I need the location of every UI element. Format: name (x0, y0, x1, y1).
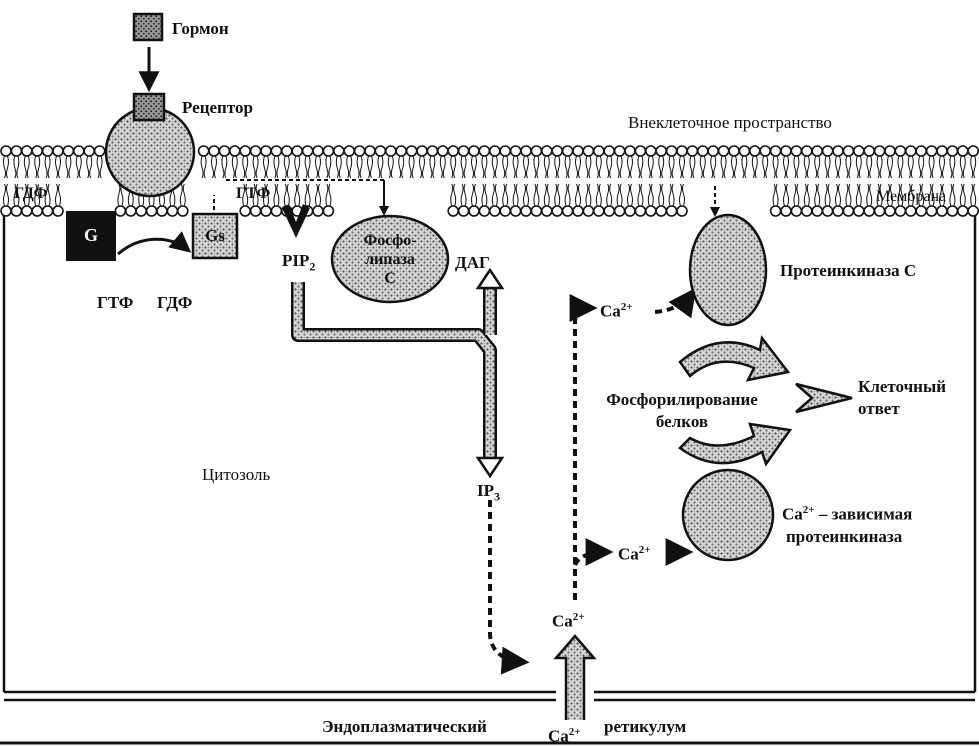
phosphorylation-curved-arrows (678, 334, 793, 467)
membrane-label: Мембрана (876, 188, 947, 205)
g-box-label: G (83, 225, 98, 245)
phosphorylation-label-line2: белков (655, 412, 709, 431)
ca-center-label: Ca2+ (552, 611, 585, 631)
gs-box-label: Gs (205, 226, 225, 245)
receptor-label: Рецептор (182, 98, 253, 117)
er-membrane (4, 690, 975, 702)
pip2-wedge-icon (282, 204, 310, 238)
phospholipase-label-line3: С (384, 270, 396, 287)
phospholipase-ellipse-icon (330, 214, 450, 304)
cell-outline (2, 215, 977, 692)
er-left-label: Эндоплазматический (322, 717, 487, 736)
gs-protein-icon (191, 212, 239, 260)
cell-response-arrow-icon (795, 382, 853, 414)
phospholipase-label-line1: Фосфо- (363, 232, 417, 249)
protein-kinase-c-ellipse-icon (688, 213, 768, 327)
gtp-dashed-signal (213, 179, 384, 210)
pip2-label: PIP2 (282, 251, 316, 274)
lipid-bilayer (0, 145, 979, 217)
phospholipase-label-line2: липаза (365, 251, 415, 268)
cell-response-label-line2: ответ (858, 399, 900, 418)
er-calcium-channel-arrow (553, 634, 597, 720)
dag-arrowhead (475, 267, 505, 290)
receptor-bound-hormone-icon (132, 92, 166, 122)
ca-upper-label: Ca2+ (600, 301, 633, 321)
ca-lower-label: Ca2+ (618, 544, 651, 564)
ip3-to-er-dashed-arrow (488, 500, 530, 675)
g-protein-icon (66, 211, 116, 261)
gdp-left-label: ГДФ (14, 185, 48, 202)
ca-bottom-label: Ca2+ (548, 726, 581, 746)
dag-label: ДАГ (455, 253, 490, 272)
protein-kinase-c-label: Протеинкиназа С (780, 261, 917, 280)
ca-dependent-kinase-label-line2: протеинкиназа (786, 527, 903, 546)
ip3-label: IP3 (477, 481, 500, 504)
phosphorylation-label-line1: Фосфорилирование (606, 390, 758, 409)
g-activation-arrow (117, 231, 192, 256)
cytosol-label: Цитозоль (202, 465, 271, 484)
calcium-to-pkc-dashed-arrow (654, 287, 697, 319)
ca-dependent-kinase-label-line1: Ca2+ – зависимая (782, 504, 913, 524)
gdp-bottom-label: ГДФ (157, 293, 193, 312)
er-right-label: ретикулум (604, 717, 687, 736)
ca-dependent-kinase-sphere-icon (681, 468, 775, 562)
gtp-top-label: ГТФ (236, 185, 271, 202)
hormone-square-icon (132, 12, 164, 42)
calcium-dashed-trunk (569, 294, 598, 600)
cell-response-label-line1: Клеточный (858, 377, 947, 396)
extracellular-label: Внеклеточное пространство (628, 113, 832, 132)
gtp-bottom-label: ГТФ (97, 293, 134, 312)
pip2-hydrolysis-tube (291, 282, 497, 462)
ip3-arrowhead (475, 456, 505, 479)
hormone-label: Гормон (172, 19, 229, 38)
calcium-to-lower-dashed-arrow (573, 538, 614, 567)
